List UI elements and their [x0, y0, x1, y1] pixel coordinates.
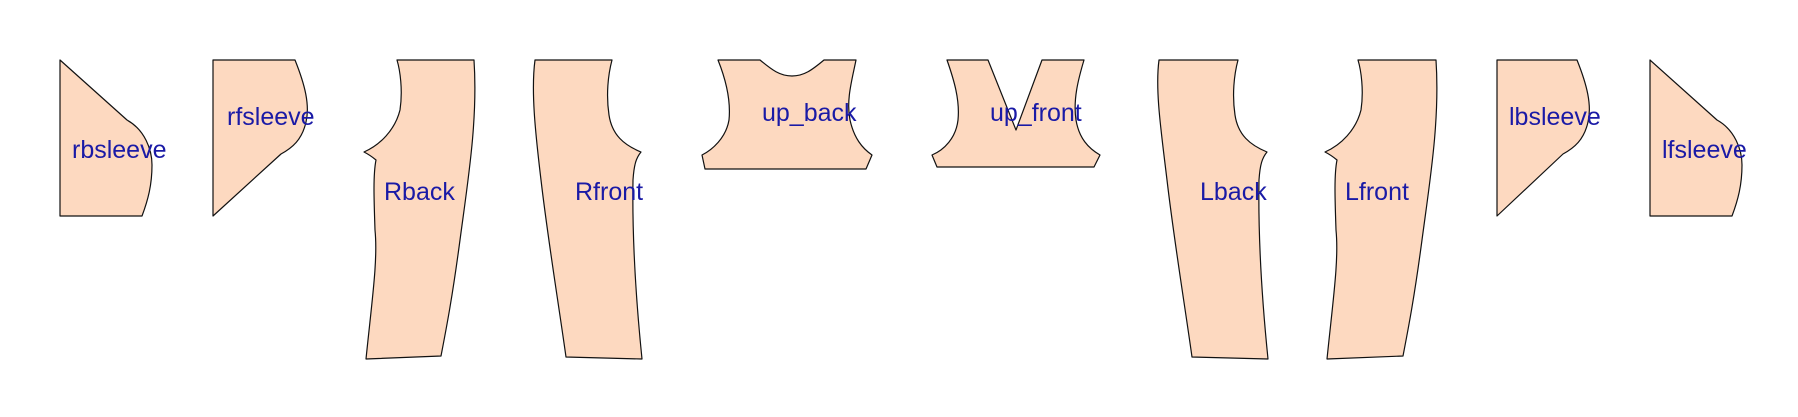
piece-Rfront-label: Rfront	[575, 178, 643, 206]
piece-up_back-label: up_back	[762, 99, 857, 127]
piece-Lback[interactable]: Lback	[1157, 59, 1269, 360]
piece-up_front-shape	[931, 59, 1101, 168]
piece-lbsleeve-shape	[1496, 59, 1590, 217]
piece-Rback-label: Rback	[384, 178, 455, 206]
piece-lbsleeve[interactable]: lbsleeve	[1496, 59, 1601, 217]
piece-Rfront[interactable]: Rfront	[532, 59, 643, 360]
piece-rfsleeve-shape	[212, 59, 308, 217]
piece-Lfront-shape	[1324, 59, 1438, 360]
piece-Rfront-shape	[532, 59, 643, 360]
piece-lfsleeve-shape	[1649, 59, 1743, 217]
piece-Lfront-label: Lfront	[1345, 178, 1409, 206]
piece-Lback-shape	[1157, 59, 1269, 360]
piece-rbsleeve[interactable]: rbsleeve	[59, 59, 167, 217]
piece-rbsleeve-label: rbsleeve	[72, 136, 167, 164]
piece-up_front-label: up_front	[990, 99, 1082, 127]
piece-up_back-shape	[701, 59, 873, 170]
piece-rbsleeve-shape	[59, 59, 153, 217]
piece-lfsleeve[interactable]: lfsleeve	[1649, 59, 1747, 217]
piece-Lfront[interactable]: Lfront	[1324, 59, 1438, 360]
piece-Lback-label: Lback	[1200, 178, 1267, 206]
piece-up_back[interactable]: up_back	[701, 59, 873, 170]
piece-rfsleeve-label: rfsleeve	[227, 103, 315, 131]
piece-up_front[interactable]: up_front	[931, 59, 1101, 168]
piece-lbsleeve-label: lbsleeve	[1509, 103, 1601, 131]
piece-lfsleeve-label: lfsleeve	[1662, 136, 1747, 164]
piece-Rback[interactable]: Rback	[363, 59, 476, 360]
piece-rfsleeve[interactable]: rfsleeve	[212, 59, 315, 217]
piece-Rback-shape	[363, 59, 476, 360]
